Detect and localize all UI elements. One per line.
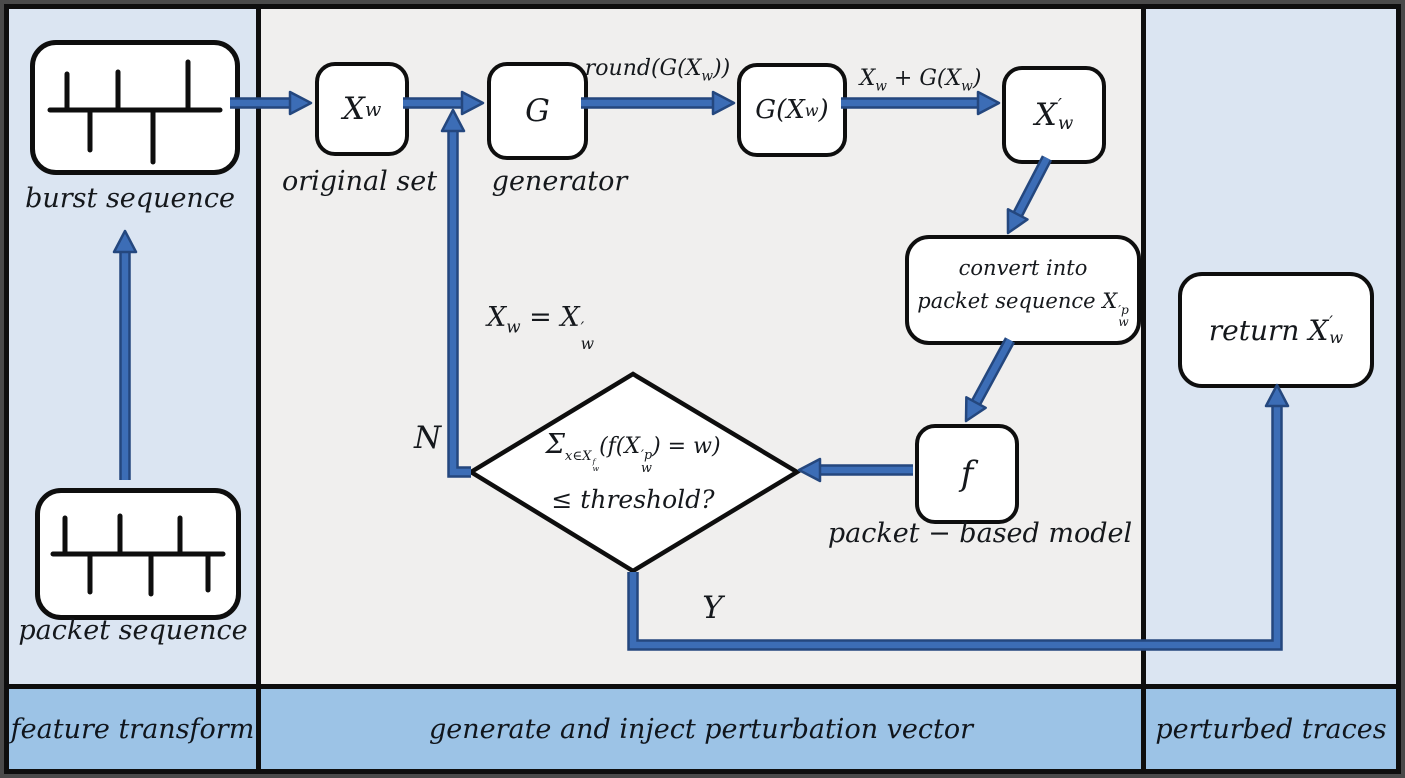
packet-sequence-label: packet sequence: [18, 615, 248, 646]
original-set-label: original set: [281, 166, 438, 197]
packet-waveform-icon: [50, 513, 226, 597]
branch-label-no: N: [413, 420, 442, 456]
edge-label-round: round(G(Xw)): [584, 56, 731, 85]
burst-sequence-box: [30, 40, 240, 175]
node-generator: G: [487, 62, 588, 160]
convert-line1: convert into: [958, 255, 1088, 280]
generator-label: generator: [491, 166, 628, 197]
burst-sequence-label: burst sequence: [25, 183, 235, 214]
packet-based-model-label: packet − based model: [827, 518, 1133, 549]
divider-left: [256, 9, 261, 769]
burst-waveform-icon: [47, 59, 223, 165]
branch-label-yes: Y: [702, 590, 723, 626]
footer-perturbed-label: perturbed traces: [1155, 713, 1387, 745]
footer-feature-transform-label: feature transform: [10, 713, 255, 745]
footer-feature-transform: feature transform: [9, 689, 256, 769]
packet-sequence-box: [35, 488, 241, 620]
node-return: return X′w: [1178, 272, 1374, 388]
node-f: f: [915, 424, 1019, 524]
footer-perturbed: perturbed traces: [1146, 689, 1396, 769]
divider-right: [1141, 9, 1146, 769]
footer-generate-label: generate and inject perturbation vector: [428, 713, 974, 745]
decision-threshold: ≤ threshold?: [551, 485, 715, 515]
footer-generate: generate and inject perturbation vector: [261, 689, 1141, 769]
edge-label-plus: Xw + G(Xw): [859, 66, 982, 95]
node-xw-prime: X′w: [1002, 66, 1106, 164]
edge-label-assign: Xw = X′w: [487, 302, 594, 353]
footer-top-line: [9, 684, 1396, 689]
